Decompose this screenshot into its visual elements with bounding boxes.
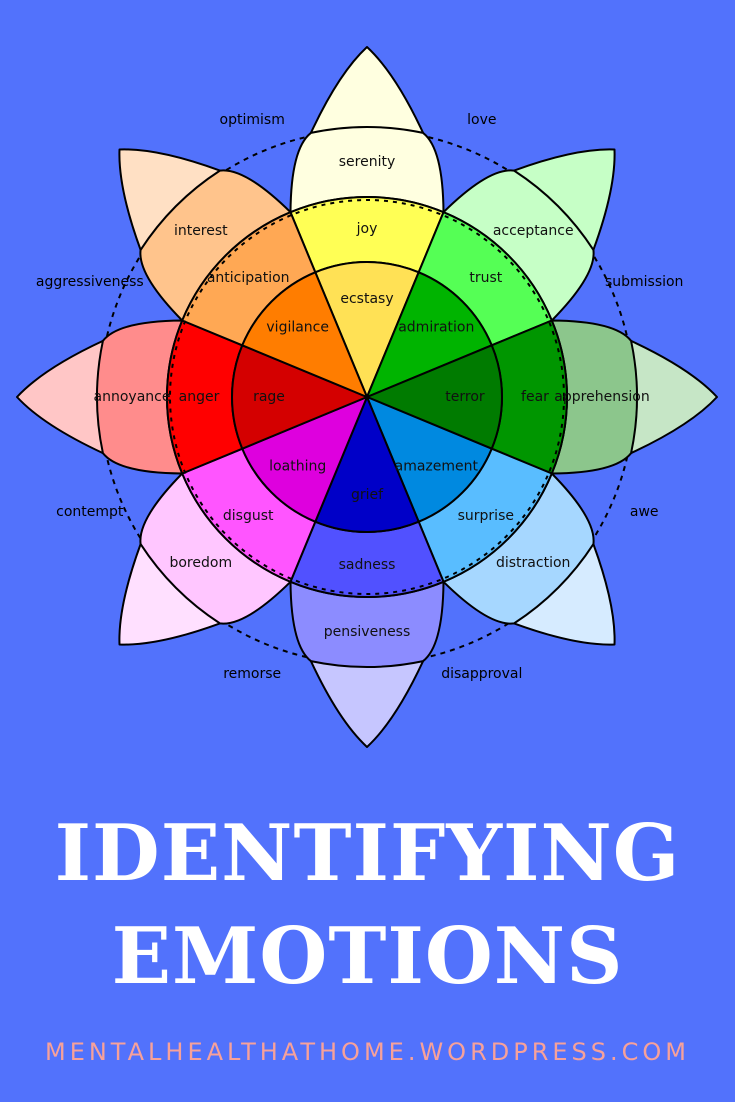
label-acceptance: acceptance — [493, 223, 574, 239]
petal-tip-sadness — [309, 660, 425, 748]
wedge-amazement — [366, 396, 493, 523]
petal-tip-fear — [630, 339, 718, 455]
label-anger: anger — [179, 389, 220, 405]
website-footer: MENTALHEALTHATHOME.WORDPRESS.COM — [44, 1038, 690, 1066]
title-line-1: IDENTIFYING — [54, 808, 681, 899]
dyad-optimism: optimism — [220, 112, 285, 128]
label-boredom: boredom — [169, 555, 232, 571]
wedge-grief — [314, 396, 420, 533]
wedge-rage — [231, 344, 368, 450]
label-annoyance: annoyance — [94, 389, 171, 405]
label-trust: trust — [469, 270, 502, 286]
label-surprise: surprise — [458, 508, 514, 524]
wedge-admiration — [366, 271, 493, 398]
label-pensiveness: pensiveness — [324, 624, 411, 640]
label-loathing: loathing — [269, 458, 326, 474]
label-anticipation: anticipation — [207, 270, 290, 286]
dyad-contempt: contempt — [56, 504, 124, 520]
label-terror: terror — [445, 389, 485, 405]
dyad-aggressiveness: aggressiveness — [36, 274, 144, 290]
petal-tip-surprise — [513, 543, 616, 646]
label-distraction: distraction — [496, 555, 570, 571]
wedge-vigilance — [241, 271, 368, 398]
wedge-ecstasy — [314, 261, 420, 398]
label-sadness: sadness — [339, 557, 396, 573]
petal-tip-joy — [309, 46, 425, 134]
label-disgust: disgust — [223, 508, 274, 524]
label-rage: rage — [253, 389, 285, 405]
emotion-wheel: serenity joy ecstasy acceptance trust admirat… — [16, 46, 718, 748]
dyad-remorse: remorse — [223, 666, 281, 682]
label-apprehension: apprehension — [554, 389, 649, 405]
label-amazement: amazement — [395, 458, 479, 474]
label-grief: grief — [351, 487, 384, 503]
title-line-2: EMOTIONS — [111, 911, 624, 1002]
dyad-awe: awe — [630, 504, 659, 520]
label-ecstasy: ecstasy — [340, 291, 393, 307]
inner-dashed-ring — [169, 199, 565, 595]
wedge-loathing — [241, 396, 368, 523]
label-interest: interest — [174, 223, 228, 239]
label-fear: fear — [521, 389, 549, 405]
dyad-love: love — [467, 112, 496, 128]
petal-tip-trust — [513, 148, 616, 251]
dyad-submission: submission — [605, 274, 684, 290]
wedge-terror — [366, 344, 503, 450]
label-joy: joy — [356, 221, 378, 237]
label-vigilance: vigilance — [266, 320, 329, 336]
dyad-disapproval: disapproval — [441, 666, 522, 682]
petal-tip-disgust — [118, 543, 221, 646]
petal-tip-anger — [16, 339, 104, 455]
label-serenity: serenity — [339, 154, 396, 170]
petal-tip-anticipation — [118, 148, 221, 251]
label-admiration: admiration — [398, 320, 474, 336]
